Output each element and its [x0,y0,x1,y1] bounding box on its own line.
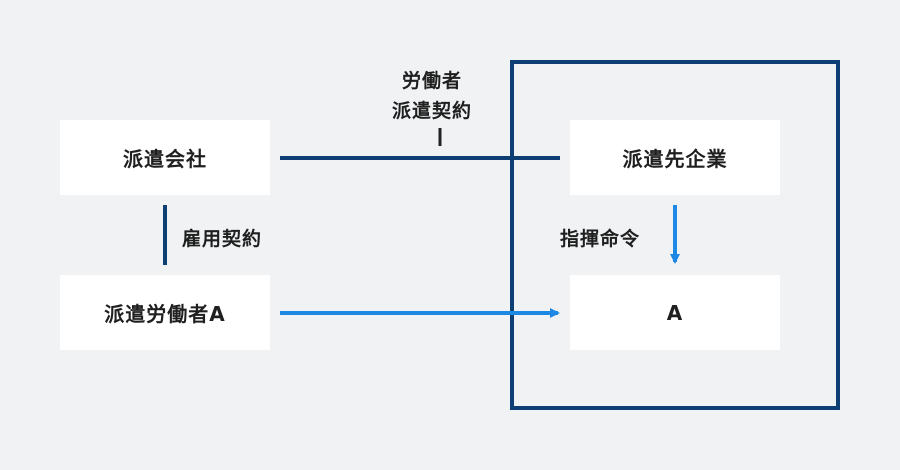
dispatched-worker-box: 派遣労働者A [60,275,270,350]
dispatch-contract-label-line2: 派遣契約 [392,100,473,122]
employment-contract-label: 雇用契約 [182,228,263,250]
dispatched-worker-label: 派遣労働者A [104,302,226,326]
worker-at-client-label: A [666,300,684,325]
worker-at-client-box: A [570,275,780,350]
client-company-frame [510,60,840,410]
dispatch-company-box: 派遣会社 [60,120,270,195]
client-company-label: 派遣先企業 [622,147,728,171]
command-order-label: 指揮命令 [560,228,641,250]
client-company-box: 派遣先企業 [570,120,780,195]
dispatch-company-label: 派遣会社 [123,147,207,171]
dispatch-contract-label-line1: 労働者 [402,70,463,92]
